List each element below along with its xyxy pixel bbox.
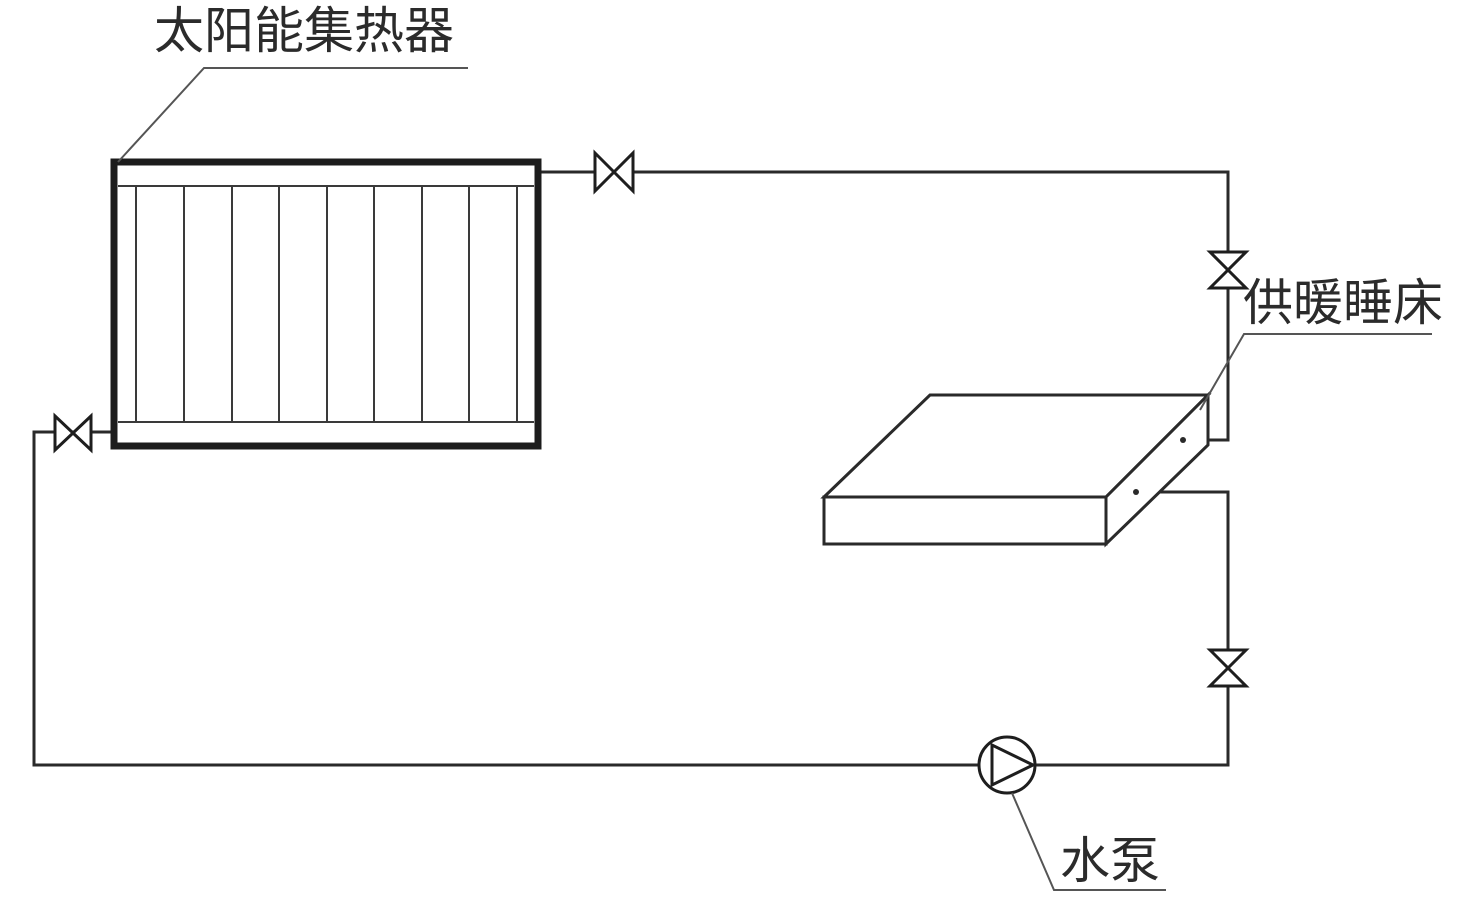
pump-label: 水泵 — [1060, 832, 1160, 890]
valve-left — [53, 412, 93, 454]
bed-leader-line — [1199, 333, 1432, 411]
valve-icon — [53, 412, 93, 454]
solar-collector — [110, 158, 542, 450]
bed-return-pipe — [32, 430, 1230, 767]
valve-right-upper — [1206, 250, 1250, 290]
water-pump — [977, 735, 1037, 795]
collector-leader-line — [117, 67, 468, 163]
heating-bed — [820, 391, 1212, 548]
bed-outlet-port — [1133, 489, 1139, 495]
valve-icon — [1206, 250, 1250, 290]
valve-icon — [1206, 648, 1250, 688]
valve-top — [593, 149, 635, 195]
pump-arrow-icon — [990, 742, 1037, 788]
valve-icon — [593, 149, 635, 195]
bed-inlet-port — [1180, 437, 1186, 443]
bed-front-face — [822, 495, 1108, 546]
pipe-network — [32, 170, 1230, 767]
bed-label: 供暖睡床 — [1243, 274, 1443, 332]
pump-leader-line — [1011, 792, 1166, 891]
top-supply-pipe — [538, 170, 1230, 442]
valve-right-lower — [1206, 648, 1250, 688]
collector-label: 太阳能集热器 — [154, 2, 454, 60]
